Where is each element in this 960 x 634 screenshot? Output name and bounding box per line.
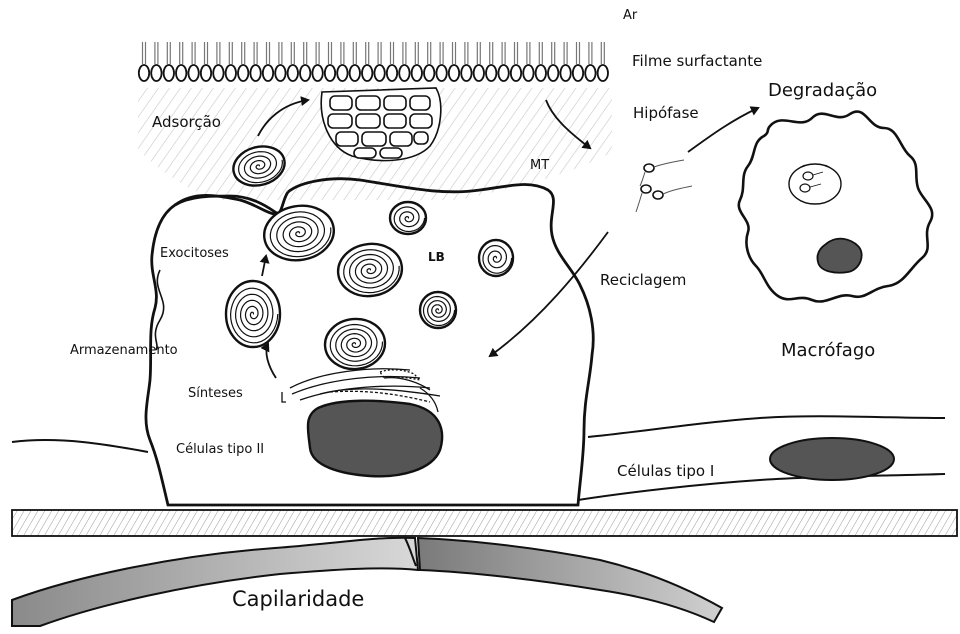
lipid-head [213, 65, 223, 81]
vesicle-icon [641, 185, 651, 193]
label-synthesis: Sínteses [188, 386, 243, 401]
lamellar-body-icon [323, 316, 387, 371]
lamellar-body-icon [479, 240, 513, 276]
lipid-head [139, 65, 149, 81]
lipid-head [337, 65, 347, 81]
capillary-endothelium-right [418, 538, 722, 622]
lipid-head [238, 65, 248, 81]
lipid-head [387, 65, 397, 81]
capillary-endothelium-left [12, 538, 418, 626]
lipid-head [573, 65, 583, 81]
lipid-head [263, 65, 273, 81]
vesicles-hypophase [641, 164, 663, 199]
label-mt: MT [530, 158, 549, 173]
exocytosis-arrow-icon [262, 256, 266, 276]
lipid-head [176, 65, 186, 81]
lipid-head [188, 65, 198, 81]
label-hypophase: Hipófase [633, 104, 699, 122]
lamellar-body-icon [335, 240, 406, 300]
lipid-head [312, 65, 322, 81]
lipid-head [412, 65, 422, 81]
lipid-head [350, 65, 360, 81]
type-ii-nucleus-icon [308, 401, 442, 477]
label-recycling: Reciclagem [600, 271, 686, 289]
lipid-head [436, 65, 446, 81]
lipid-head [511, 65, 521, 81]
storage-leader-line [155, 270, 163, 350]
lipid-head [560, 65, 570, 81]
label-macrophage: Macrófago [781, 340, 875, 361]
lipid-head [585, 65, 595, 81]
surfactant-film-icon [139, 42, 608, 81]
label-type1-cells: Células tipo I [617, 462, 714, 480]
label-surfactant-film: Filme surfactante [632, 52, 762, 70]
label-air: Ar [623, 8, 637, 23]
lipid-head [461, 65, 471, 81]
lipid-head [374, 65, 384, 81]
lipid-head [288, 65, 298, 81]
vesicle-icon [653, 191, 663, 199]
label-capillary: Capilaridade [232, 587, 364, 611]
lipid-head [598, 65, 608, 81]
lipid-head [201, 65, 211, 81]
lipid-head [498, 65, 508, 81]
lipid-head [250, 65, 260, 81]
lipid-head [424, 65, 434, 81]
label-type2-cells: Células tipo II [176, 442, 264, 457]
lipid-head [399, 65, 409, 81]
lamellar-body-icon [390, 202, 426, 234]
label-exocytosis: Exocitoses [160, 246, 229, 261]
type-i-cell-membrane [12, 440, 148, 452]
lipid-head [275, 65, 285, 81]
vesicle-icon [644, 164, 654, 172]
lipid-head [362, 65, 372, 81]
label-storage: Armazenamento [70, 343, 178, 358]
lipid-head [226, 65, 236, 81]
lipid-head [486, 65, 496, 81]
lipid-head [536, 65, 546, 81]
lamellar-body-icon [420, 292, 456, 328]
lipid-head [449, 65, 459, 81]
lipid-head [151, 65, 161, 81]
lipid-head [325, 65, 335, 81]
lipid-head [523, 65, 533, 81]
type-i-nucleus-icon [770, 438, 894, 480]
lipid-head [474, 65, 484, 81]
lipid-head [164, 65, 174, 81]
basement-membrane [12, 510, 957, 536]
label-lb: LB [428, 250, 445, 264]
label-degradation: Degradação [768, 80, 877, 101]
label-adsorption: Adsorção [152, 113, 221, 131]
lamellar-body-icon [226, 281, 280, 347]
lipid-head [300, 65, 310, 81]
lipid-head [548, 65, 558, 81]
synthesis-arrow-icon [266, 344, 276, 378]
